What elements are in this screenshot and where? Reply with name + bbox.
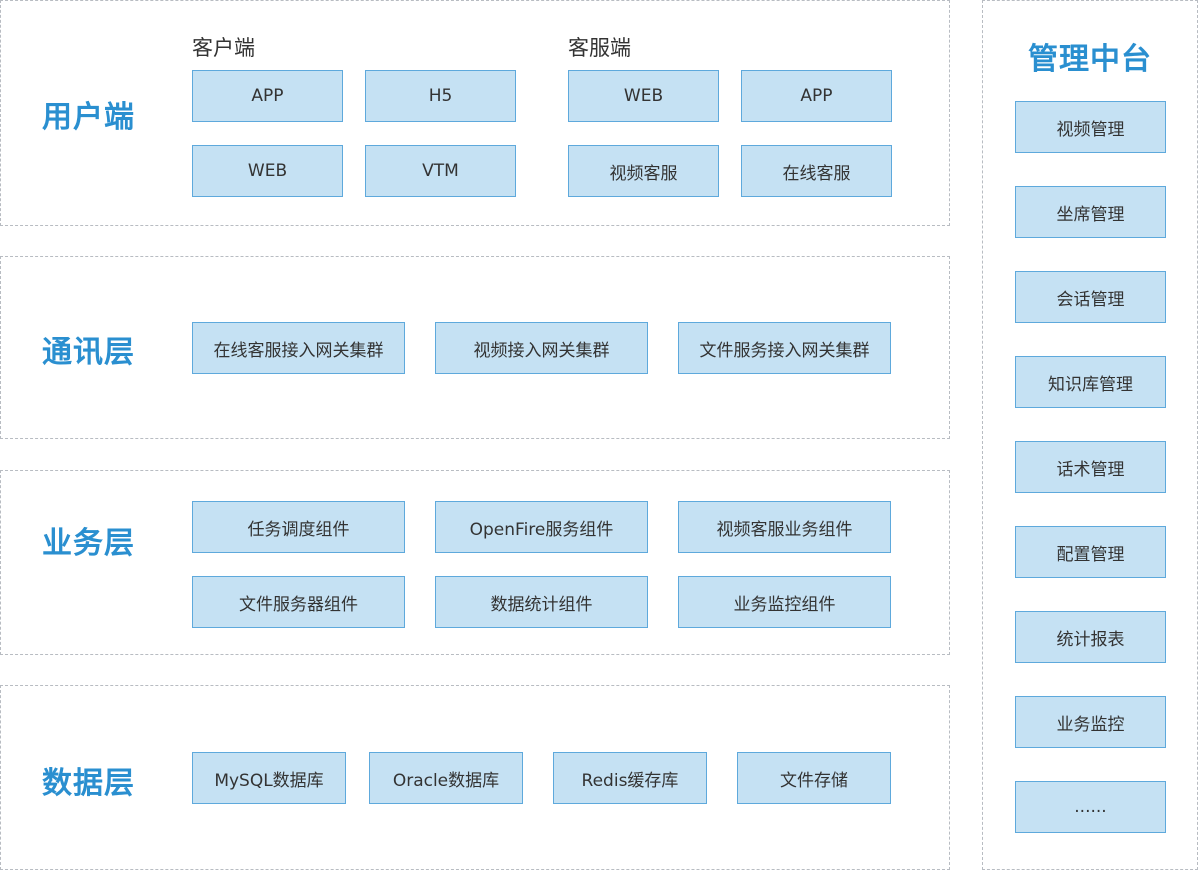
admin-title: 管理中台 <box>1028 42 1152 77</box>
client-app-box: APP <box>192 70 343 122</box>
video-gateway-box: 视频接入网关集群 <box>435 322 648 374</box>
business-layer-title: 业务层 <box>42 526 135 561</box>
oracle-box: Oracle数据库 <box>369 752 523 804</box>
openfire-box: OpenFire服务组件 <box>435 501 648 553</box>
online-gateway-box: 在线客服接入网关集群 <box>192 322 405 374</box>
admin-session-box: 会话管理 <box>1015 271 1166 323</box>
task-scheduler-box: 任务调度组件 <box>192 501 405 553</box>
admin-more-box: ...... <box>1015 781 1166 833</box>
video-business-box: 视频客服业务组件 <box>678 501 891 553</box>
file-storage-box: 文件存储 <box>737 752 891 804</box>
mysql-box: MySQL数据库 <box>192 752 346 804</box>
service-video-box: 视频客服 <box>568 145 719 197</box>
admin-video-box: 视频管理 <box>1015 101 1166 153</box>
data-layer-title: 数据层 <box>42 766 135 801</box>
client-group-title: 客户端 <box>192 36 255 60</box>
service-web-box: WEB <box>568 70 719 122</box>
service-app-box: APP <box>741 70 892 122</box>
data-stats-box: 数据统计组件 <box>435 576 648 628</box>
client-vtm-box: VTM <box>365 145 516 197</box>
file-server-box: 文件服务器组件 <box>192 576 405 628</box>
admin-knowledge-box: 知识库管理 <box>1015 356 1166 408</box>
service-group-title: 客服端 <box>568 36 631 60</box>
admin-script-box: 话术管理 <box>1015 441 1166 493</box>
admin-config-box: 配置管理 <box>1015 526 1166 578</box>
service-online-box: 在线客服 <box>741 145 892 197</box>
client-h5-box: H5 <box>365 70 516 122</box>
user-layer-panel <box>0 0 950 226</box>
client-web-box: WEB <box>192 145 343 197</box>
comm-layer-title: 通讯层 <box>42 335 135 370</box>
redis-box: Redis缓存库 <box>553 752 707 804</box>
admin-monitor-box: 业务监控 <box>1015 696 1166 748</box>
file-gateway-box: 文件服务接入网关集群 <box>678 322 891 374</box>
business-monitor-box: 业务监控组件 <box>678 576 891 628</box>
admin-report-box: 统计报表 <box>1015 611 1166 663</box>
user-layer-title: 用户端 <box>42 100 135 135</box>
admin-seat-box: 坐席管理 <box>1015 186 1166 238</box>
comm-layer-panel <box>0 256 950 439</box>
business-layer-panel <box>0 470 950 655</box>
